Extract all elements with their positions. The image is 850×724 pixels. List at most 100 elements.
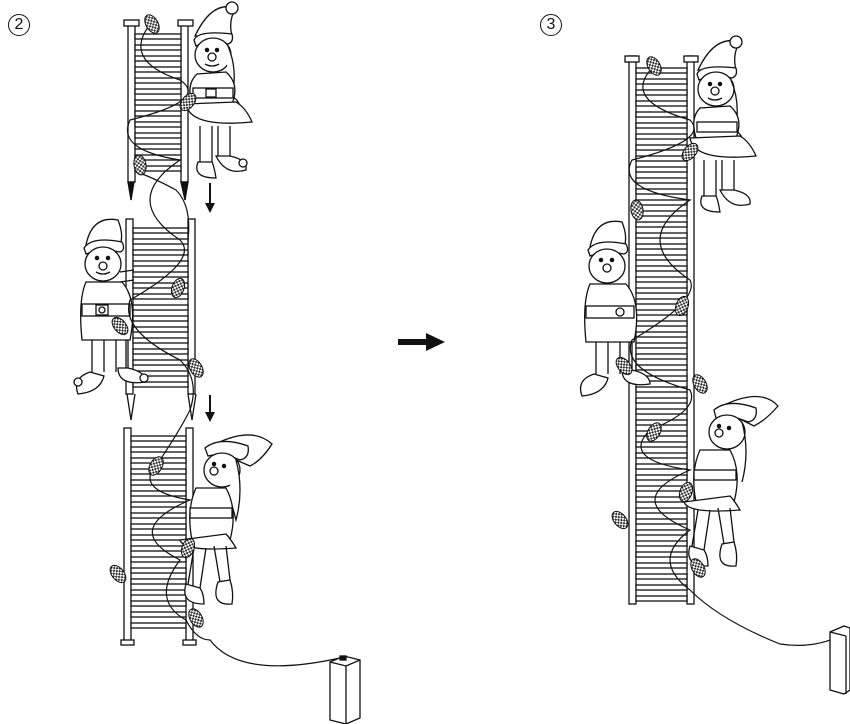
- ladder-rung: [635, 364, 688, 371]
- ladder-rung: [132, 238, 189, 245]
- ladder-rung: [635, 595, 688, 602]
- ladder-rung: [134, 33, 182, 40]
- ladder-rung: [134, 88, 182, 95]
- ladder-rung: [635, 188, 688, 195]
- elf-figure-top: [185, 1, 253, 179]
- elf-figure-bottom: [683, 395, 779, 567]
- right-arrow-icon: [398, 333, 445, 351]
- elf-figure-middle: [579, 220, 651, 397]
- ladder-rung: [635, 408, 688, 415]
- ladder-rung: [635, 441, 688, 448]
- ladder-rung: [635, 452, 688, 459]
- ladder-rung: [635, 551, 688, 558]
- ladder-rung: [130, 622, 187, 629]
- ladder-rung: [635, 353, 688, 360]
- elf-figure-bottom: [179, 434, 273, 605]
- ladder-rung: [132, 337, 189, 344]
- ladder-rung: [132, 381, 189, 388]
- ladder-rung: [635, 265, 688, 272]
- ladder-rung: [134, 143, 182, 150]
- ladder-rung: [635, 287, 688, 294]
- ladder-rung: [132, 304, 189, 311]
- ladder-rung: [132, 260, 189, 267]
- ladder-rung: [635, 430, 688, 437]
- ladder-rung: [635, 221, 688, 228]
- ladder-rung: [635, 562, 688, 569]
- ladder-rung: [635, 397, 688, 404]
- ladder-rung: [130, 545, 187, 552]
- ladder-rung: [635, 122, 688, 129]
- ladder-rung: [130, 611, 187, 618]
- elf-figure-top: [689, 35, 757, 213]
- ladder-rung: [130, 512, 187, 519]
- ladder-rung: [635, 254, 688, 261]
- ladder-rung: [132, 359, 189, 366]
- ladder-rung: [134, 44, 182, 51]
- ladder-rung: [635, 276, 688, 283]
- ladder-rung: [134, 132, 182, 139]
- ladder-rung: [635, 111, 688, 118]
- ladder-rung: [635, 342, 688, 349]
- ladder-rung: [130, 479, 187, 486]
- ladder-rung: [132, 293, 189, 300]
- battery-box: [829, 625, 850, 695]
- ladder-rung: [635, 232, 688, 239]
- ladder-rung: [134, 99, 182, 106]
- ladder-rung: [130, 589, 187, 596]
- ladder-rung: [132, 326, 189, 333]
- ladder-rung: [635, 144, 688, 151]
- ladder-rung: [132, 249, 189, 256]
- ladder-rung: [134, 77, 182, 84]
- ladder-rung: [130, 556, 187, 563]
- down-arrow-icon: [205, 395, 215, 422]
- ladder-rung: [132, 271, 189, 278]
- ladder-rung: [130, 435, 187, 442]
- ladder-rung: [132, 282, 189, 289]
- ladder-rung: [134, 66, 182, 73]
- light-bulbs: [611, 56, 708, 578]
- ladder-rung: [130, 523, 187, 530]
- ladder-rung: [635, 100, 688, 107]
- ladder-rung: [635, 133, 688, 140]
- ladder-rung: [635, 166, 688, 173]
- ladder-rung: [635, 89, 688, 96]
- ladder-rung: [134, 55, 182, 62]
- step-3-badge: 3: [540, 14, 562, 36]
- ladder-rung: [635, 584, 688, 591]
- ladder-rung: [635, 320, 688, 327]
- ladder-rung: [132, 227, 189, 234]
- ladder-rung: [130, 534, 187, 541]
- ladder-rung: [635, 419, 688, 426]
- ladder-rung: [130, 490, 187, 497]
- ladder-section-top: [123, 19, 194, 201]
- light-string: [628, 65, 850, 646]
- elf-figure-middle: [73, 218, 149, 395]
- light-string: [126, 21, 341, 667]
- assembled-ladder: [624, 55, 699, 605]
- ladder-rung: [635, 386, 688, 393]
- ladder-rung: [130, 446, 187, 453]
- ladder-rung: [635, 573, 688, 580]
- ladder-rung: [134, 110, 182, 117]
- step-2-badge: 2: [8, 14, 30, 36]
- ladder-rung: [130, 600, 187, 607]
- ladder-rung: [635, 540, 688, 547]
- ladder-rung: [134, 121, 182, 128]
- ladder-rung: [635, 331, 688, 338]
- ladder-rung: [132, 315, 189, 322]
- ladder-rung: [635, 529, 688, 536]
- battery-box: [329, 655, 361, 724]
- ladder-rung: [130, 501, 187, 508]
- ladder-rung: [130, 567, 187, 574]
- ladder-rung: [635, 78, 688, 85]
- down-arrow-icon: [205, 183, 215, 213]
- ladder-rung: [130, 578, 187, 585]
- ladder-section-middle: [125, 218, 197, 421]
- light-bulbs: [109, 14, 204, 628]
- ladder-rung: [635, 177, 688, 184]
- ladder-rung: [635, 518, 688, 525]
- ladder-rung: [635, 199, 688, 206]
- ladder-rung: [635, 474, 688, 481]
